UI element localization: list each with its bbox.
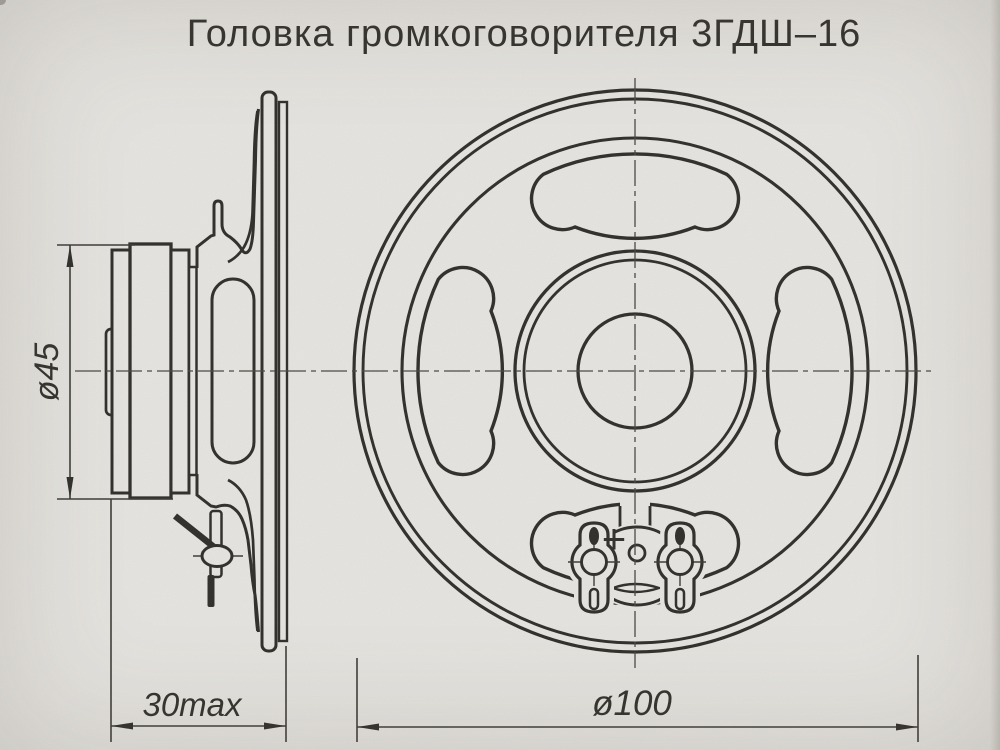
scan-corner-mark bbox=[0, 0, 6, 5]
scan-edge-shade bbox=[990, 0, 1000, 750]
